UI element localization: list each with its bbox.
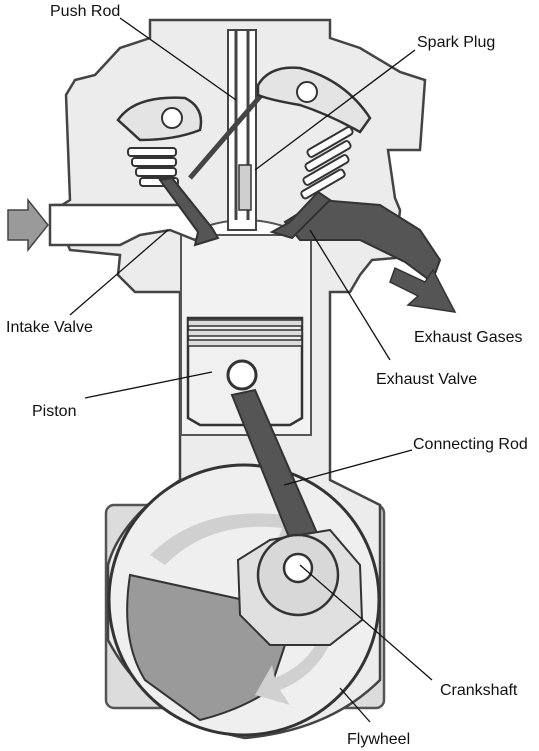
label-exhaust-valve: Exhaust Valve xyxy=(376,371,477,388)
flywheel-leader xyxy=(339,687,371,723)
connecting-rod-leader xyxy=(283,449,413,486)
label-exhaust-gases: Exhaust Gases xyxy=(414,329,523,346)
crankshaft-leader xyxy=(299,564,433,681)
piston-pin xyxy=(226,359,258,391)
intake-arrow xyxy=(7,197,49,253)
piston-ring-3 xyxy=(187,339,303,347)
label-connecting-rod: Connecting Rod xyxy=(413,436,528,453)
label-intake-valve: Intake Valve xyxy=(6,319,93,336)
exhaust-gases-arrow xyxy=(389,266,457,313)
exhaust-valve-leader xyxy=(309,229,391,361)
rotation-arrow-top xyxy=(150,500,310,565)
rotation-arrow-bottom xyxy=(255,610,340,705)
label-flywheel: Flywheel xyxy=(347,731,410,748)
label-piston: Piston xyxy=(32,403,76,420)
exhaust-valve-spring xyxy=(300,126,354,200)
exhaust-valve xyxy=(269,190,332,240)
crankshaft xyxy=(282,552,314,584)
piston-leader xyxy=(84,371,213,399)
label-spark-plug: Spark Plug xyxy=(417,34,495,51)
piston-ring-2 xyxy=(187,329,303,337)
rocker-push-rod xyxy=(188,83,272,180)
spark-plug-leader xyxy=(254,49,416,171)
intake-rocker-pivot xyxy=(161,107,183,129)
exhaust-rocker-pivot xyxy=(296,81,318,103)
piston-ring-1 xyxy=(187,319,303,327)
push-rod-leader xyxy=(119,17,237,101)
label-crankshaft: Crankshaft xyxy=(440,682,518,699)
intake-valve xyxy=(158,176,220,247)
label-push-rod: Push Rod xyxy=(50,3,120,20)
spark-plug xyxy=(238,164,252,211)
intake-rocker-arm xyxy=(116,96,203,142)
intake-valve-leader xyxy=(69,229,169,316)
